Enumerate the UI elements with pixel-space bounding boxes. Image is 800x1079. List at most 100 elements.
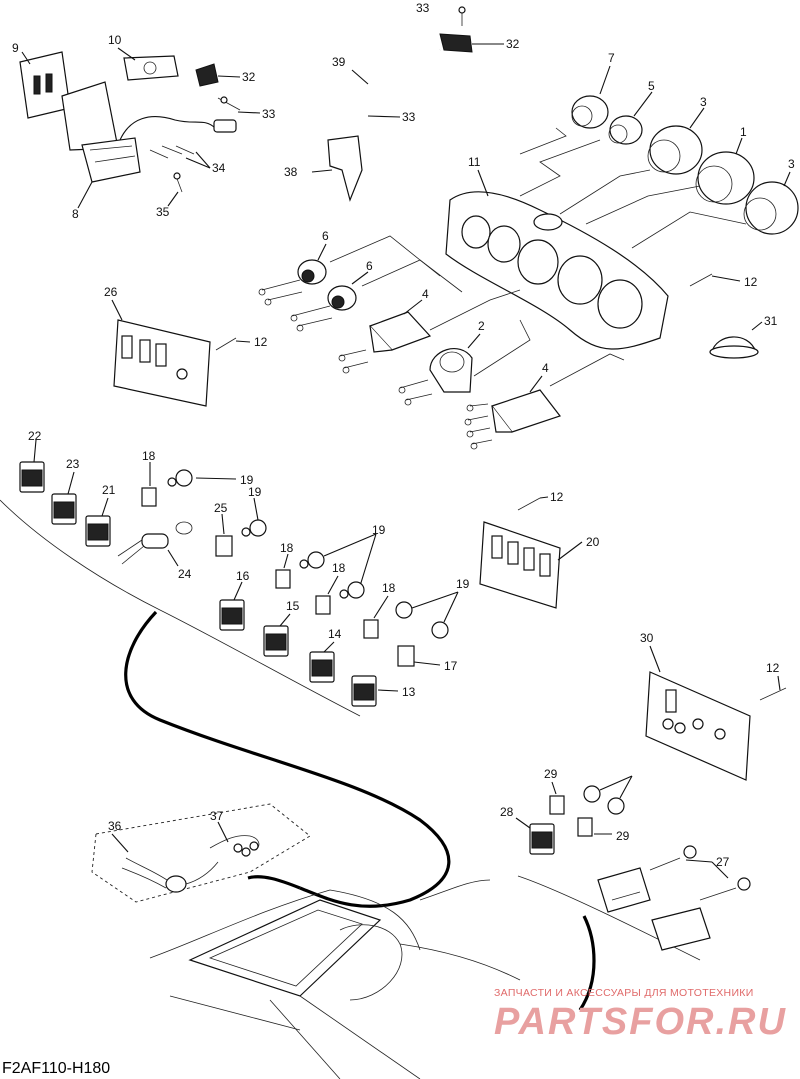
watermark-site: PARTSFOR.RU bbox=[494, 1001, 787, 1043]
part-29-relay-b bbox=[577, 817, 593, 837]
callout-6-lower: 6 bbox=[366, 259, 373, 273]
callout-33-left: 33 bbox=[262, 107, 276, 121]
callout-26: 26 bbox=[104, 285, 118, 299]
part-19-bulb-f bbox=[583, 785, 625, 815]
callout-3-lower: 3 bbox=[788, 157, 795, 171]
part-12-screw-panel30 bbox=[759, 687, 787, 701]
callout-4-lower: 4 bbox=[542, 361, 549, 375]
callout-23: 23 bbox=[66, 457, 80, 471]
part-16-switch bbox=[219, 599, 245, 631]
part-19-bulb-c bbox=[299, 551, 325, 569]
callout-7: 7 bbox=[608, 51, 615, 65]
part-4-bracket-lower bbox=[464, 389, 561, 450]
part-24-capacitor bbox=[117, 521, 193, 565]
callout-1: 1 bbox=[740, 125, 747, 139]
part-20-switch-panel bbox=[479, 521, 561, 609]
part-32-clip-top bbox=[439, 33, 473, 53]
callout-18-c: 18 bbox=[332, 561, 346, 575]
callout-38: 38 bbox=[284, 165, 298, 179]
callout-35: 35 bbox=[156, 205, 170, 219]
part-15-switch bbox=[263, 625, 289, 657]
callout-18-a: 18 bbox=[142, 449, 156, 463]
callout-33-middle: 33 bbox=[402, 110, 416, 124]
callout-36: 36 bbox=[108, 819, 122, 833]
part-28-switch bbox=[529, 823, 555, 855]
callout-22: 22 bbox=[28, 429, 42, 443]
callout-29-lower: 29 bbox=[616, 829, 630, 843]
part-22-switch bbox=[19, 461, 45, 493]
part-30-switch-panel bbox=[645, 671, 751, 781]
part-19-bulb-b bbox=[241, 519, 267, 537]
part-19-bulb-e bbox=[395, 601, 449, 639]
callout-18-d: 18 bbox=[382, 581, 396, 595]
diagram-code: F2AF110-H180 bbox=[2, 1060, 111, 1077]
callout-24: 24 bbox=[178, 567, 192, 581]
part-13-switch bbox=[351, 675, 377, 707]
part-6-socket-a bbox=[258, 259, 327, 306]
part-37-connector bbox=[209, 835, 260, 857]
callout-5: 5 bbox=[648, 79, 655, 93]
callout-19-c: 19 bbox=[372, 523, 386, 537]
callout-17: 17 bbox=[444, 659, 458, 673]
callout-25: 25 bbox=[214, 501, 228, 515]
callout-16: 16 bbox=[236, 569, 250, 583]
part-3-gauge-lower bbox=[743, 181, 799, 235]
callout-2: 2 bbox=[478, 319, 485, 333]
callout-19-b: 19 bbox=[248, 485, 262, 499]
callout-10: 10 bbox=[108, 33, 122, 47]
part-39-cable bbox=[352, 48, 441, 141]
callout-33-top: 33 bbox=[416, 1, 430, 15]
part-14-switch bbox=[309, 651, 335, 683]
part-1-gauge bbox=[695, 151, 755, 205]
part-2-socket bbox=[398, 348, 473, 406]
part-18-relay-d bbox=[363, 619, 379, 639]
part-6-socket-b bbox=[290, 285, 357, 332]
part-18-relay-a bbox=[141, 487, 157, 507]
part-31-cap bbox=[709, 336, 759, 359]
part-17-relay bbox=[397, 645, 415, 667]
part-18-relay-c bbox=[315, 595, 331, 615]
part-10-gasket bbox=[123, 55, 179, 81]
part-27-connectors bbox=[597, 845, 751, 951]
part-35-screw bbox=[173, 172, 183, 193]
callout-11: 11 bbox=[468, 155, 481, 169]
callout-12-right: 12 bbox=[744, 275, 758, 289]
callout-30: 30 bbox=[640, 631, 654, 645]
part-29-relay-a bbox=[549, 795, 565, 815]
part-12-screw-right bbox=[689, 273, 713, 287]
part-38-bracket bbox=[327, 135, 363, 202]
callout-19-a: 19 bbox=[240, 473, 254, 487]
callout-32-top: 32 bbox=[506, 37, 520, 51]
callout-15: 15 bbox=[286, 599, 300, 613]
part-12-screw-panel20 bbox=[517, 497, 541, 511]
callout-28: 28 bbox=[500, 805, 514, 819]
callout-21: 21 bbox=[102, 483, 116, 497]
callout-18-b: 18 bbox=[280, 541, 294, 555]
part-33-screw-left bbox=[217, 96, 241, 111]
callout-12-panel20: 12 bbox=[550, 490, 564, 504]
part-7-gauge bbox=[571, 95, 609, 129]
callout-32-left: 32 bbox=[242, 70, 256, 84]
part-21-switch bbox=[85, 515, 111, 547]
part-34-screws bbox=[149, 145, 195, 159]
callout-14: 14 bbox=[328, 627, 342, 641]
watermark-tagline: ЗАПЧАСТИ И АКСЕССУАРЫ ДЛЯ МОТОТЕХНИКИ bbox=[494, 987, 754, 999]
part-25-relay bbox=[215, 535, 233, 557]
callout-20: 20 bbox=[586, 535, 600, 549]
callout-12-panel30: 12 bbox=[766, 661, 780, 675]
part-19-bulb-a bbox=[167, 469, 193, 487]
callout-29-upper: 29 bbox=[544, 767, 558, 781]
part-26-switch-panel bbox=[113, 319, 211, 407]
part-18-relay-b bbox=[275, 569, 291, 589]
callout-12-panel26: 12 bbox=[254, 335, 268, 349]
callout-27: 27 bbox=[716, 855, 730, 869]
part-5-gauge bbox=[608, 115, 643, 145]
callout-19-d: 19 bbox=[456, 577, 470, 591]
part-4-bracket-upper bbox=[338, 311, 432, 374]
part-19-bulb-d bbox=[339, 581, 365, 599]
part-32-clip-left bbox=[195, 63, 219, 87]
callout-37: 37 bbox=[210, 809, 224, 823]
part-8-bracket bbox=[61, 81, 237, 183]
part-36-harness bbox=[91, 803, 311, 903]
